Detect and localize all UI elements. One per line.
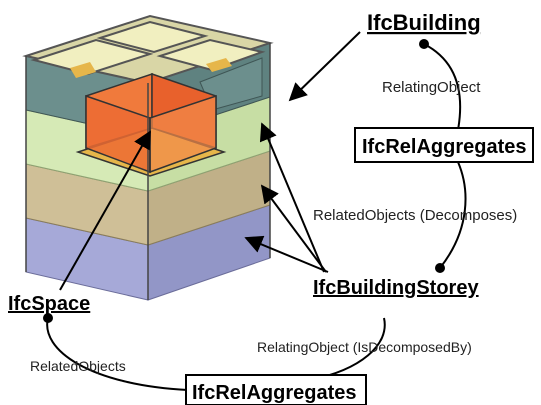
room-back [96, 20, 209, 54]
building-model [22, 14, 274, 301]
entity-ifcbuildingstorey: IfcBuildingStorey [313, 277, 479, 299]
box-aggregates-bottom [185, 374, 367, 405]
arrow-storey-3 [244, 235, 329, 273]
rel-relatingobject-decomposedby: RelatingObject (IsDecomposedBy) [257, 339, 472, 355]
arrow-space [59, 130, 151, 291]
floor-strip-right [206, 58, 232, 72]
floor-strip-left [70, 62, 96, 78]
arrow-storey-2 [260, 184, 327, 273]
arrow-storey-1 [259, 122, 325, 273]
dot-building [419, 39, 429, 49]
room-left [30, 38, 154, 76]
rel-relatedobjects-bottom: RelatedObjects [30, 358, 126, 374]
entity-ifcspace: IfcSpace [8, 293, 90, 315]
entity-ifcrelaggregates-top: IfcRelAggregates [362, 136, 527, 158]
space-box [75, 72, 227, 177]
rel-relatingobject-top: RelatingObject [382, 79, 481, 96]
dot-storey [435, 263, 445, 273]
box-aggregates-top [354, 127, 534, 163]
rel-relatedobjects-decomposes: RelatedObjects (Decomposes) [313, 207, 517, 224]
curve-rel-storey [439, 161, 467, 269]
connectors [46, 31, 467, 391]
curve-space-rel-bottom [46, 317, 189, 391]
arrow-building [288, 31, 361, 102]
dot-space [43, 313, 53, 323]
entity-ifcbuilding: IfcBuilding [367, 10, 481, 35]
entity-ifcrelaggregates-bottom: IfcRelAggregates [192, 382, 357, 404]
room-right [156, 38, 266, 72]
curve-building-rel [423, 43, 462, 131]
